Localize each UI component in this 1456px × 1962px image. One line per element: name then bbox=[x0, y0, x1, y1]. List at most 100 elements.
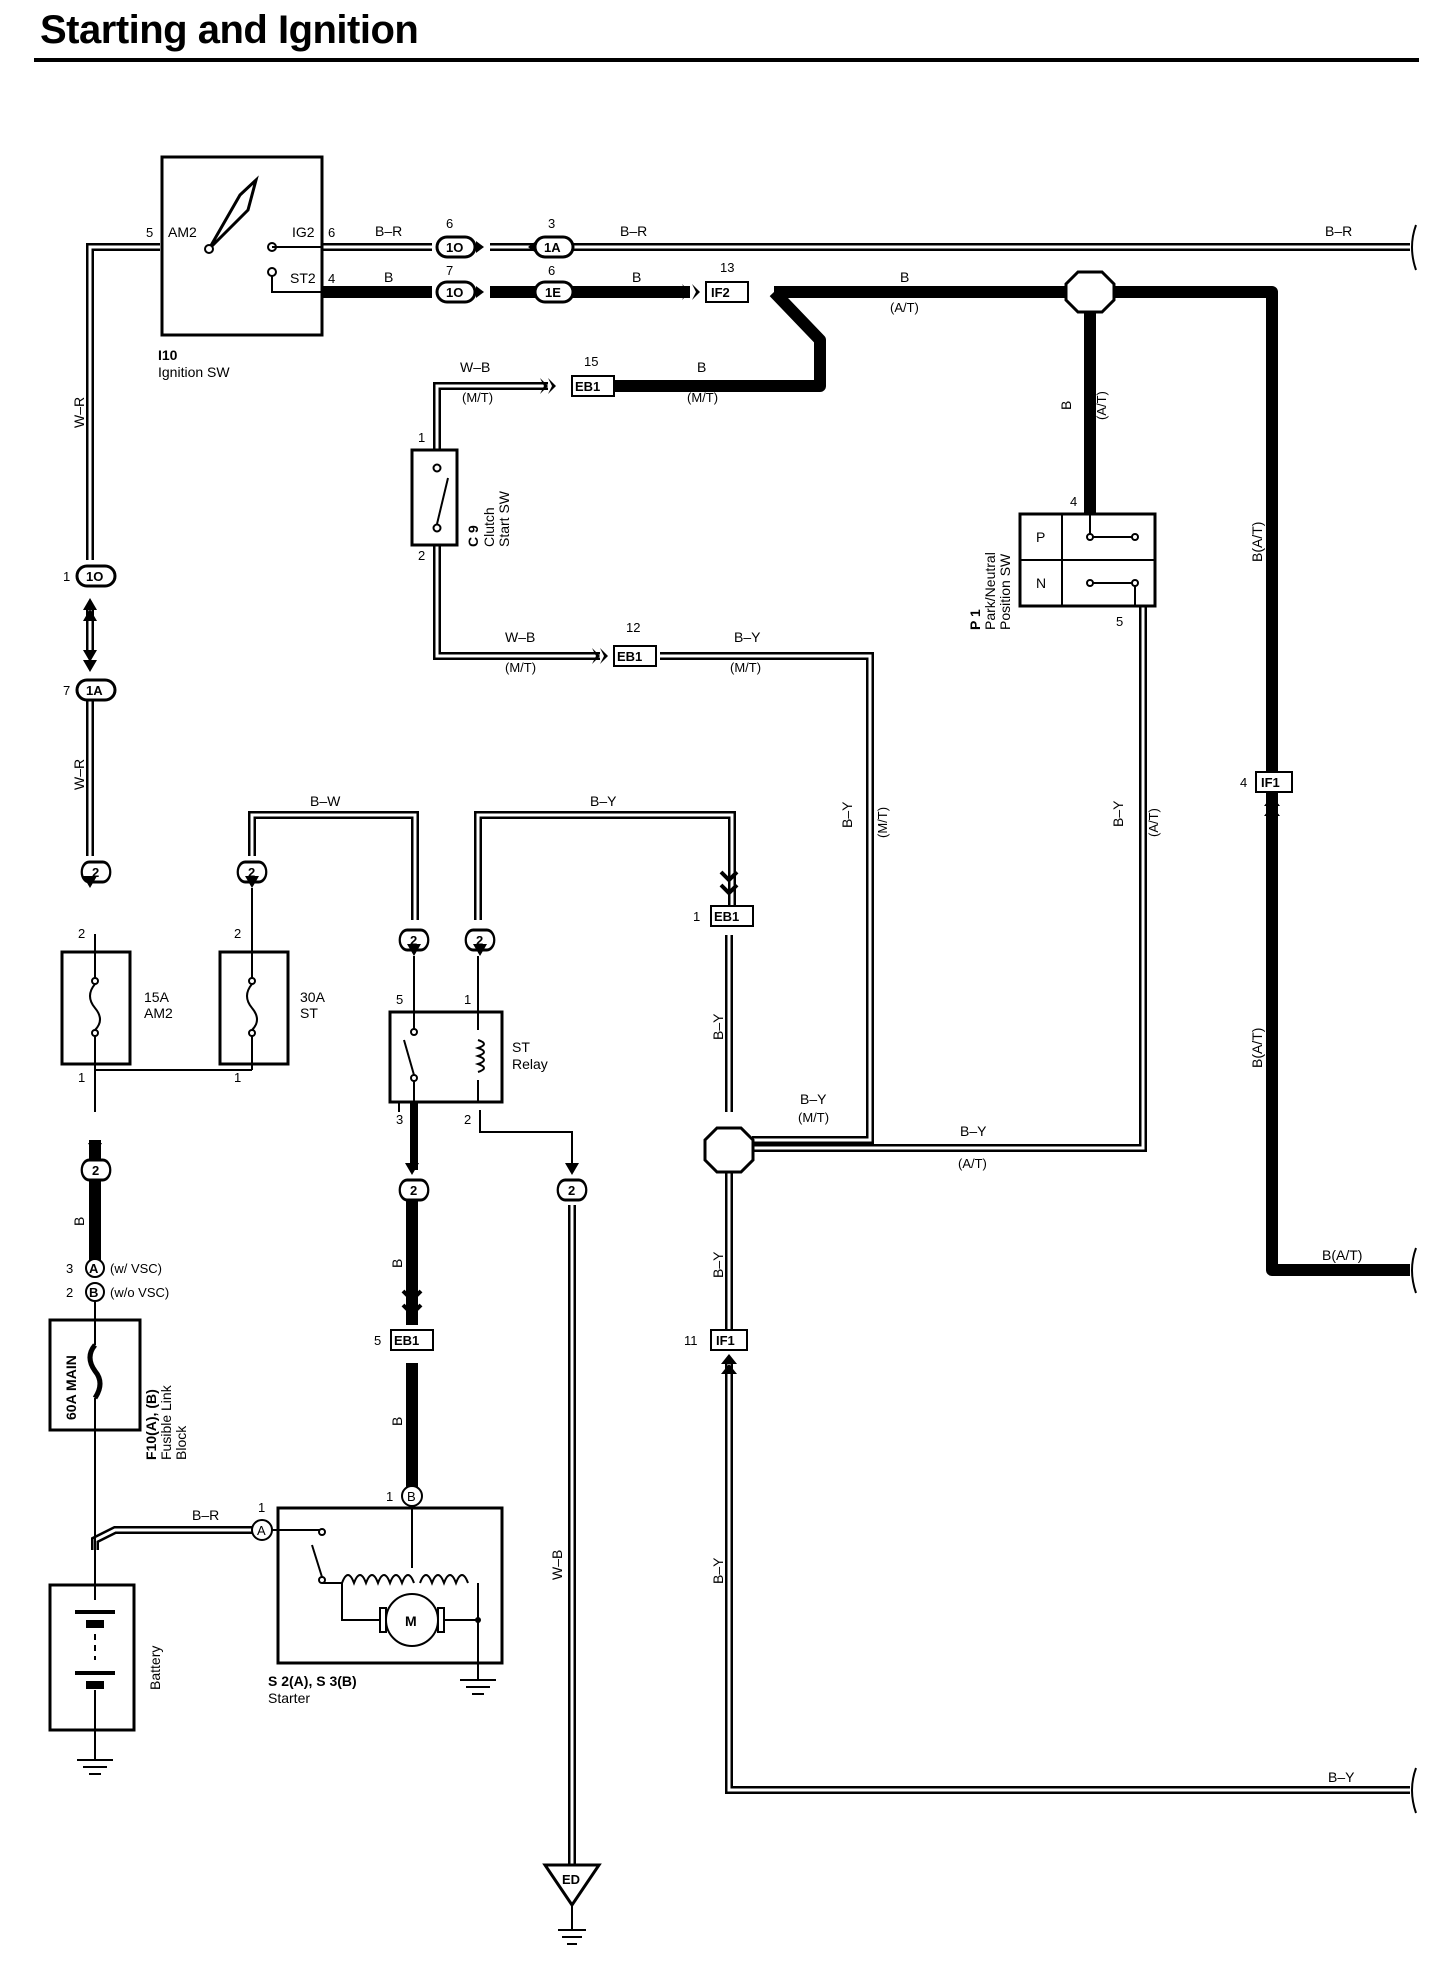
st-relay: 5 1 3 2 ST Relay bbox=[388, 956, 548, 1127]
connector-B-novsc: B 2 (w/o VSC) bbox=[66, 1282, 169, 1302]
svg-text:AM2: AM2 bbox=[144, 1005, 173, 1021]
connector-1A-top: 1A bbox=[533, 235, 575, 259]
wire-bat-1: B(A/T) bbox=[1249, 522, 1265, 562]
thick-wires bbox=[89, 286, 1410, 1490]
connector-1O-top: 1O bbox=[435, 235, 477, 259]
wire-mt-4: (M/T) bbox=[730, 660, 761, 675]
svg-text:B: B bbox=[89, 1285, 98, 1300]
pin-ig2-label: IG2 bbox=[292, 224, 315, 240]
park-neutral-switch: P N 4 5 P 1 Park/Neutral Position SW bbox=[967, 494, 1157, 630]
svg-text:S 2(A), S 3(B): S 2(A), S 3(B) bbox=[268, 1673, 357, 1689]
wire-br-2: B–R bbox=[620, 223, 647, 239]
svg-text:1A: 1A bbox=[544, 240, 561, 255]
svg-text:2: 2 bbox=[78, 926, 85, 941]
svg-text:Battery: Battery bbox=[147, 1646, 163, 1690]
svg-text:12: 12 bbox=[626, 620, 640, 635]
page-title: Starting and Ignition bbox=[40, 8, 419, 52]
connector-IF1-bottom: IF1 11 bbox=[684, 1329, 748, 1374]
title-rule bbox=[34, 58, 1419, 62]
svg-text:2: 2 bbox=[66, 1285, 73, 1300]
wire-by-vert-4: B–Y bbox=[710, 1251, 726, 1278]
svg-text:1: 1 bbox=[234, 1070, 241, 1085]
svg-text:A: A bbox=[257, 1523, 266, 1538]
wire-by-end: B–Y bbox=[1328, 1769, 1355, 1785]
wire-br-1: B–R bbox=[375, 223, 402, 239]
wire-b-6: B bbox=[389, 1259, 405, 1268]
wire-by-vert-3: B–Y bbox=[710, 1013, 726, 1040]
down-arrows-2 bbox=[83, 876, 579, 1175]
starter: A 1 B 1 M S 2(A), S 3(B) Starter bbox=[251, 1485, 504, 1706]
svg-text:A: A bbox=[89, 1261, 99, 1276]
pin-7-left: 7 bbox=[63, 683, 70, 698]
wire-mt-2: (M/T) bbox=[687, 390, 718, 405]
svg-text:ST: ST bbox=[512, 1039, 530, 1055]
wire-b-3: B bbox=[900, 269, 909, 285]
svg-text:3: 3 bbox=[396, 1112, 403, 1127]
svg-text:M: M bbox=[405, 1613, 417, 1629]
svg-text:B: B bbox=[407, 1489, 416, 1504]
svg-text:IF2: IF2 bbox=[711, 285, 730, 300]
svg-text:2: 2 bbox=[410, 933, 417, 948]
pin-6a: 6 bbox=[446, 216, 453, 231]
ignition-switch: AM2 IG2 ST2 5 6 4 I10 Ignition SW bbox=[146, 155, 335, 380]
svg-text:ST: ST bbox=[300, 1005, 318, 1021]
connector-IF2: IF2 13 bbox=[705, 260, 749, 303]
wire-b-2: B bbox=[632, 269, 641, 285]
svg-text:11: 11 bbox=[684, 1333, 698, 1348]
wire-at-vert-2: (A/T) bbox=[1146, 808, 1161, 837]
svg-text:Starter: Starter bbox=[268, 1690, 310, 1706]
ign-pin-6: 6 bbox=[328, 225, 335, 240]
svg-text:1O: 1O bbox=[446, 285, 463, 300]
wire-by-vert-2: B–Y bbox=[1110, 800, 1126, 827]
svg-text:Block: Block bbox=[173, 1425, 189, 1460]
battery: Battery bbox=[48, 1550, 163, 1775]
svg-text:Clutch: Clutch bbox=[481, 507, 497, 547]
junction-top bbox=[1064, 270, 1116, 314]
svg-text:P 1: P 1 bbox=[967, 609, 983, 630]
wire-b-7: B bbox=[389, 1417, 405, 1426]
svg-text:2: 2 bbox=[92, 1163, 99, 1178]
svg-text:2: 2 bbox=[248, 865, 255, 880]
wire-by-1: B–Y bbox=[734, 629, 761, 645]
fusible-link-block: 60A MAIN F10(A), (B) Fusible Link Block bbox=[48, 1301, 189, 1460]
svg-text:30A: 30A bbox=[300, 989, 326, 1005]
junction-bottom bbox=[703, 1126, 755, 1174]
wire-mt-5: (M/T) bbox=[798, 1110, 829, 1125]
svg-text:ED: ED bbox=[562, 1872, 580, 1887]
connector-1O-st: 1O bbox=[435, 280, 477, 304]
wire-by-3: B–Y bbox=[800, 1091, 827, 1107]
wire-wb-3: W–B bbox=[549, 1550, 565, 1580]
fuse-30a-st: 2 1 30A ST bbox=[218, 888, 326, 1085]
connector-1A-left: 1A bbox=[75, 678, 117, 702]
svg-text:15A: 15A bbox=[144, 989, 170, 1005]
svg-text:EB1: EB1 bbox=[394, 1333, 419, 1348]
svg-text:IF1: IF1 bbox=[1261, 775, 1280, 790]
wire-b-4: B bbox=[697, 359, 706, 375]
svg-text:EB1: EB1 bbox=[617, 649, 642, 664]
svg-text:Position SW: Position SW bbox=[997, 553, 1013, 630]
svg-text:N: N bbox=[1036, 575, 1046, 591]
svg-text:5: 5 bbox=[374, 1333, 381, 1348]
connector-A-vsc: A 3 (w/ VSC) bbox=[66, 1258, 162, 1278]
svg-text:EB1: EB1 bbox=[714, 909, 739, 924]
wire-br-3: B–R bbox=[1325, 223, 1352, 239]
wire-bw: B–W bbox=[310, 793, 341, 809]
pin-7: 7 bbox=[446, 263, 453, 278]
wire-by-2: B–Y bbox=[590, 793, 617, 809]
wire-at-1: (A/T) bbox=[890, 300, 919, 315]
wire-b-5: B bbox=[71, 1217, 87, 1226]
connector-EB1-1: EB1 1 bbox=[693, 870, 754, 927]
ground-ED: ED bbox=[542, 1863, 602, 1945]
svg-text:60A MAIN: 60A MAIN bbox=[63, 1355, 79, 1420]
svg-text:1: 1 bbox=[693, 909, 700, 924]
svg-text:5: 5 bbox=[396, 992, 403, 1007]
svg-text:2: 2 bbox=[410, 1183, 417, 1198]
svg-text:1: 1 bbox=[258, 1500, 265, 1515]
svg-text:C 9: C 9 bbox=[465, 525, 481, 547]
svg-text:F10(A), (B): F10(A), (B) bbox=[143, 1389, 159, 1460]
connector-IF1-right: IF1 4 bbox=[1240, 771, 1293, 816]
connector-2-row1: 2 2 2 2 2 2 2 bbox=[80, 860, 588, 1202]
wire-by-vert-1: B–Y bbox=[839, 801, 855, 828]
chevrons-top bbox=[476, 241, 700, 664]
wire-bat-2: B(A/T) bbox=[1249, 1028, 1265, 1068]
